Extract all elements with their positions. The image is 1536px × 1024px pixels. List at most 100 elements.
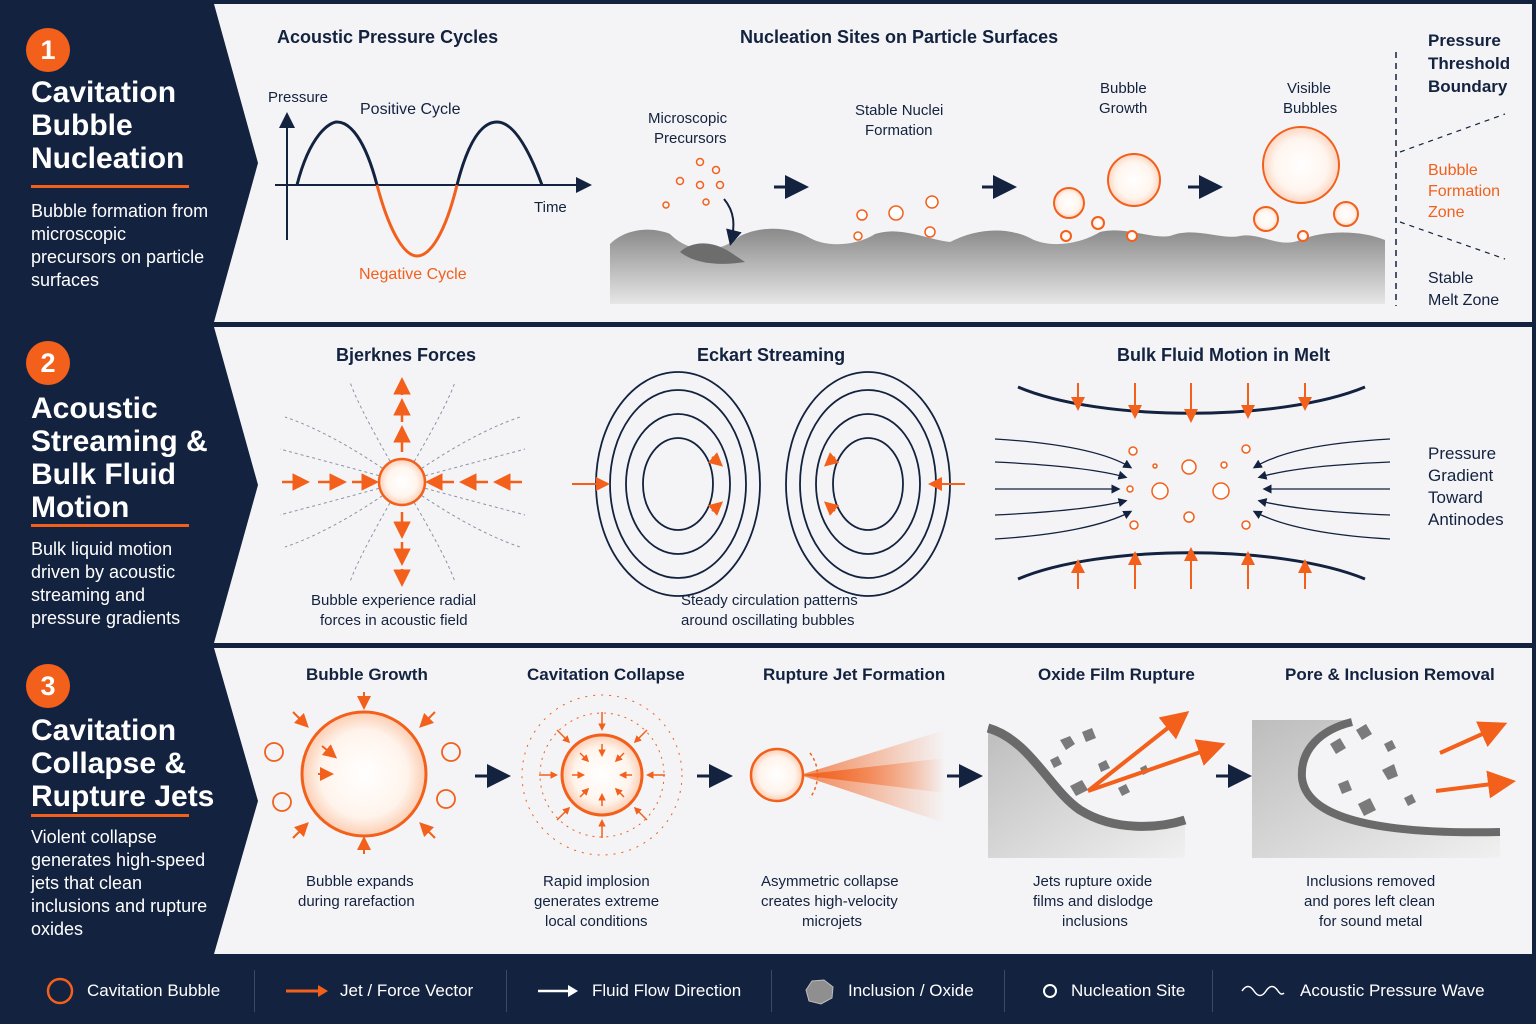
- orange-circle-icon: [46, 977, 74, 1005]
- clean-pore-substrate: [1252, 720, 1500, 858]
- legend-item-jet: Jet / Force Vector: [284, 958, 473, 1024]
- exit-jets: [1435, 721, 1516, 799]
- legend-label: Jet / Force Vector: [340, 981, 474, 1000]
- positive-cycle-label: Positive Cycle: [360, 101, 461, 118]
- section-3: 3 Cavitation Collapse & Rupture Jets Vio…: [0, 648, 1536, 954]
- section-1: 1 Cavitation Bubble Nucleation Bubble fo…: [0, 4, 1536, 322]
- section-description: Bulk liquid motion driven by acoustic st…: [31, 539, 181, 628]
- section-1-sidebar: 1 Cavitation Bubble Nucleation Bubble fo…: [0, 4, 258, 322]
- positive-wave-2: [455, 120, 544, 186]
- jet-front: [809, 752, 819, 799]
- asymmetric-bubble: [749, 747, 805, 803]
- collapse-title: Cavitation Collapse: [527, 665, 685, 684]
- satellite-bubbles: [264, 742, 461, 812]
- flow-lines: [994, 438, 1391, 540]
- section-description: Violent collapse generates high-speed je…: [31, 827, 208, 939]
- growth-bubbles: [1053, 153, 1161, 242]
- streaming-diagram: Bjerknes Forces Bubble experience radial…: [279, 345, 1504, 629]
- section-title: Cavitation Collapse & Rupture Jets: [31, 714, 215, 813]
- section-2-sidebar: 2 Acoustic Streaming & Bulk Fluid Motion…: [0, 327, 258, 643]
- wave-icon: [1241, 985, 1285, 997]
- circulation-loops-left: [595, 371, 761, 597]
- jet-core: [800, 758, 945, 793]
- legend-label: Inclusion / Oxide: [848, 981, 974, 1000]
- bjerknes-title: Bjerknes Forces: [336, 345, 476, 365]
- divider: [31, 814, 189, 817]
- removed-inclusions: [1330, 724, 1416, 816]
- legend-item-wave: Acoustic Pressure Wave: [1240, 958, 1485, 1024]
- removal-title: Pore & Inclusion Removal: [1285, 665, 1495, 684]
- time-label: Time: [534, 199, 567, 216]
- section-number: 3: [26, 664, 70, 708]
- legend-label: Fluid Flow Direction: [592, 981, 742, 1000]
- melt-bubbles: [1126, 444, 1251, 530]
- rock-icon: [805, 979, 834, 1005]
- zone-boundary-upper: [1399, 113, 1506, 153]
- legend: Cavitation Bubble Jet / Force Vector Flu…: [0, 958, 1536, 1024]
- legend-label: Nucleation Site: [1071, 981, 1186, 1000]
- force-arrows: [282, 377, 522, 587]
- negative-wave: [375, 184, 459, 258]
- white-arrow-icon: [538, 985, 578, 997]
- small-circle-icon: [1043, 984, 1057, 998]
- eckart-title: Eckart Streaming: [697, 345, 845, 365]
- negative-cycle-label: Negative Cycle: [359, 266, 467, 283]
- rupture-jets: [1086, 711, 1226, 793]
- orange-arrow-icon: [286, 985, 328, 997]
- section-2: 2 Acoustic Streaming & Bulk Fluid Motion…: [0, 327, 1536, 643]
- surface-pit: [680, 243, 745, 264]
- legend-separator: [1004, 970, 1005, 1012]
- legend-separator: [1212, 970, 1213, 1012]
- section-title: Acoustic Streaming & Bulk Fluid Motion: [31, 392, 208, 524]
- streaming-arrows: [572, 452, 965, 516]
- pore-wall: [1297, 718, 1501, 837]
- central-bubble: [377, 457, 427, 507]
- wave-title: Acoustic Pressure Cycles: [277, 27, 498, 47]
- legend-separator: [254, 970, 255, 1012]
- section-title: Cavitation Bubble Nucleation: [31, 76, 185, 175]
- legend-item-flow: Fluid Flow Direction: [536, 958, 741, 1024]
- legend-label: Acoustic Pressure Wave: [1300, 981, 1485, 1000]
- circulation-loops-right: [785, 371, 951, 597]
- section-description: Bubble formation from microscopic precur…: [31, 201, 209, 290]
- bulk-title: Bulk Fluid Motion in Melt: [1117, 345, 1330, 365]
- dislodged-inclusions: [1050, 728, 1149, 796]
- precursor-arrow: [723, 198, 742, 246]
- section-number: 2: [26, 341, 70, 385]
- nucleation-title: Nucleation Sites on Particle Surfaces: [740, 27, 1058, 47]
- zone-boundary-lower: [1399, 221, 1506, 260]
- jet-title: Rupture Jet Formation: [763, 665, 945, 684]
- section-3-sidebar: 3 Cavitation Collapse & Rupture Jets Vio…: [0, 648, 258, 954]
- positive-wave: [295, 120, 379, 186]
- expansion-arrows: [292, 692, 436, 854]
- divider: [31, 524, 189, 527]
- oxide-title: Oxide Film Rupture: [1038, 665, 1195, 684]
- particle-surface: [610, 228, 1385, 304]
- legend-item-inclusion: Inclusion / Oxide: [802, 958, 974, 1024]
- precursor-dots: [662, 157, 725, 209]
- shockwave-outer: [521, 694, 683, 856]
- nuclei-bubbles: [853, 195, 939, 241]
- legend-item-nucleation: Nucleation Site: [1040, 958, 1185, 1024]
- visible-bubbles: [1253, 126, 1359, 242]
- growth-title: Bubble Growth: [306, 665, 428, 684]
- pressure-arrows: [1071, 383, 1312, 589]
- legend-separator: [771, 970, 772, 1012]
- legend-label: Cavitation Bubble: [87, 981, 221, 1000]
- legend-item-bubble: Cavitation Bubble: [45, 958, 220, 1024]
